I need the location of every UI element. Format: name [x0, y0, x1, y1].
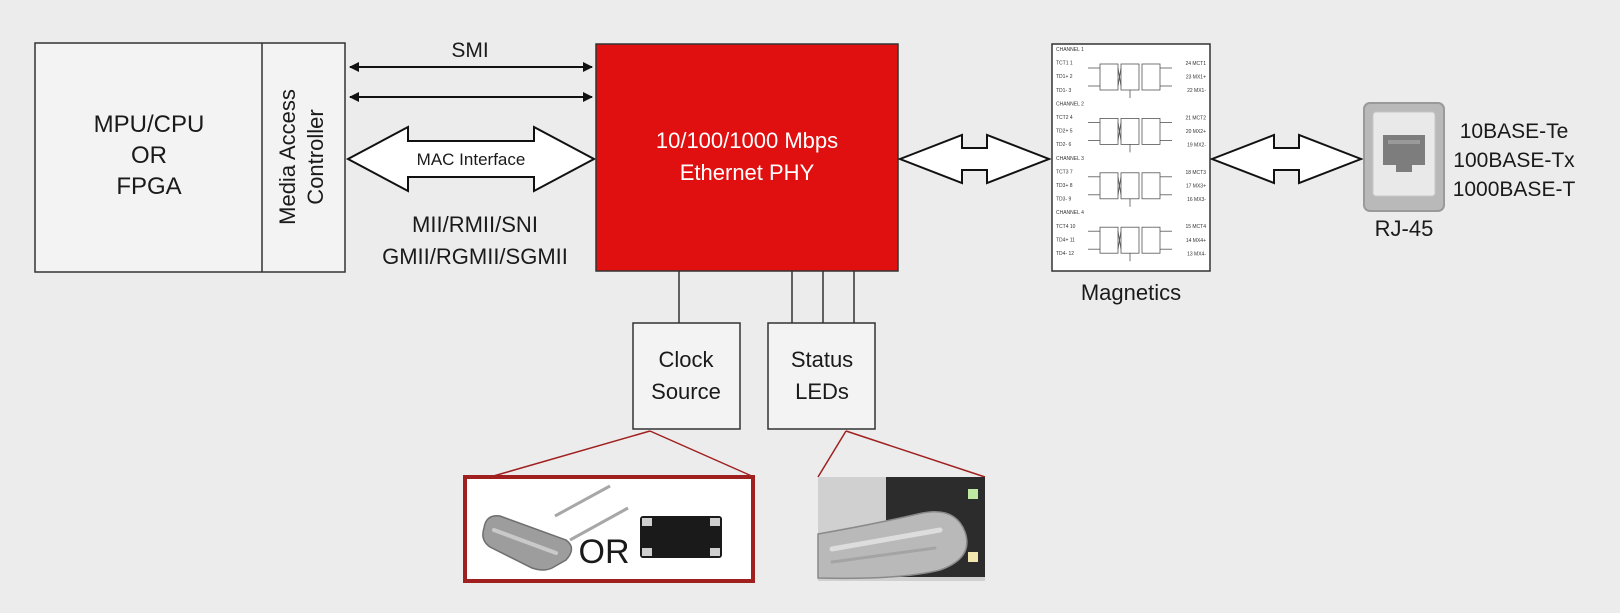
magnetics-left-pin-label: TD3+ 8	[1056, 183, 1073, 189]
status-label-line2: LEDs	[795, 379, 849, 404]
smi-arrows: SMI	[349, 39, 593, 102]
mac-block-label: Media Access Controller	[275, 89, 328, 225]
magnetics-right-pin-label: 23 MX1+	[1186, 75, 1206, 81]
clock-source-block: Clock Source	[632, 322, 741, 430]
clock-label-line2: Source	[651, 379, 721, 404]
mac-label-line2: Controller	[303, 109, 328, 204]
status-leds-block: Status LEDs	[767, 322, 876, 430]
status-label-line1: Status	[791, 347, 853, 372]
phy-label-line2: Ethernet PHY	[680, 160, 815, 185]
magnetics-left-pin-label: TD2+ 5	[1056, 129, 1073, 135]
magnetics-left-pin-label: TD2- 6	[1056, 142, 1072, 148]
magnetics-right-pin-label: 24 MCT1	[1185, 61, 1206, 67]
magnetics-left-pin-label: CHANNEL 4	[1056, 210, 1084, 216]
magnetics-label: Magnetics	[1081, 280, 1181, 305]
standard-100base-tx: 100BASE-Tx	[1453, 149, 1575, 172]
magnetics-block: CHANNEL 1 TCT1 1 TD1+ 2 TD1- 3 CHANNEL 2 TCT2…	[1051, 43, 1211, 272]
magnetics-left-pins: CHANNEL 1 TCT1 1 TD1+ 2 TD1- 3 CHANNEL 2 TCT2…	[1056, 47, 1084, 257]
mac-interface-arrow: MAC Interface	[345, 125, 597, 193]
magnetics-left-pin-label: TCT2 4	[1056, 115, 1073, 121]
transformer-symbol	[1088, 63, 1172, 98]
ethernet-port-leds-photo	[817, 477, 985, 581]
magnetics-left-pin-label: CHANNEL 3	[1056, 156, 1084, 162]
magnetics-right-pin-label: 15 MCT4	[1185, 224, 1206, 230]
mac-interface-label: MAC Interface	[417, 150, 526, 169]
magnetics-right-pin-label: 19 MX2-	[1187, 143, 1206, 149]
magnetics-right-pin-label: 20 MX2+	[1186, 129, 1206, 135]
magnetics-right-pin-label: 22 MX1-	[1187, 88, 1206, 94]
crystal-hc49-icon	[482, 484, 629, 571]
rj45-connector-icon	[1363, 102, 1445, 212]
phy-to-magnetics-arrow	[897, 133, 1052, 185]
cpu-label-line2: OR	[131, 142, 167, 169]
magnetics-left-pin-label: TCT4 10	[1056, 224, 1076, 230]
magnetics-to-rj45-arrow	[1209, 133, 1364, 185]
phy-label-line1: 10/100/1000 Mbps	[656, 128, 838, 153]
smi-label: SMI	[451, 39, 488, 62]
phy-to-leds-lines	[791, 271, 855, 323]
crystal-oscillator-photo: OR	[463, 475, 755, 583]
magnetics-left-pin-label: CHANNEL 2	[1056, 101, 1084, 107]
cpu-label-line1: MPU/CPU	[94, 111, 205, 138]
magnetics-left-pin-label: CHANNEL 1	[1056, 47, 1084, 53]
cpu-label-line3: FPGA	[116, 173, 181, 200]
cpu-block: MPU/CPU OR FPGA Media Access Controller	[34, 42, 346, 273]
mac-label-line1: Media Access	[275, 89, 300, 225]
magnetics-right-pins: 24 MCT1 23 MX1+ 22 MX1- 21 MCT2 20 MX2+ 19 MX…	[1185, 61, 1206, 257]
ethernet-phy-block: 10/100/1000 Mbps Ethernet PHY	[595, 43, 899, 272]
standard-1000base-t: 1000BASE-T	[1453, 178, 1576, 201]
magnetics-right-pin-label: 18 MCT3	[1185, 170, 1206, 176]
transformer-symbol	[1088, 172, 1172, 207]
magnetics-right-pin-label: 14 MX4+	[1186, 238, 1206, 244]
interfaces-line2: GMII/RGMII/SGMII	[382, 244, 568, 269]
magnetics-right-pin-label: 13 MX4-	[1187, 251, 1206, 257]
leds-callout-lines	[817, 430, 986, 478]
transformer-symbol	[1088, 226, 1172, 262]
interfaces-line1: MII/RMII/SNI	[412, 212, 538, 237]
smd-oscillator-icon	[640, 516, 722, 558]
crystal-or-label: OR	[579, 533, 630, 571]
magnetics-right-pin-label: 16 MX3-	[1187, 197, 1206, 203]
magnetics-left-pin-label: TD4- 12	[1056, 251, 1074, 257]
rj45-label: RJ-45	[1375, 216, 1434, 241]
magnetics-left-pin-label: TD3- 9	[1056, 197, 1072, 203]
magnetics-left-pin-label: TCT1 1	[1056, 61, 1073, 67]
magnetics-transformer-symbols	[1088, 63, 1172, 262]
standard-10base-te: 10BASE-Te	[1460, 120, 1569, 143]
magnetics-left-pin-label: TD4+ 11	[1056, 237, 1075, 243]
clock-label-line1: Clock	[658, 347, 714, 372]
magnetics-left-pin-label: TD1+ 2	[1056, 74, 1073, 80]
magnetics-right-pin-label: 21 MCT2	[1185, 115, 1206, 121]
transformer-symbol	[1088, 118, 1172, 153]
magnetics-left-pin-label: TCT3 7	[1056, 169, 1073, 175]
magnetics-right-pin-label: 17 MX3+	[1186, 183, 1206, 189]
clock-callout-lines	[489, 430, 755, 478]
magnetics-left-pin-label: TD1- 3	[1056, 88, 1072, 94]
